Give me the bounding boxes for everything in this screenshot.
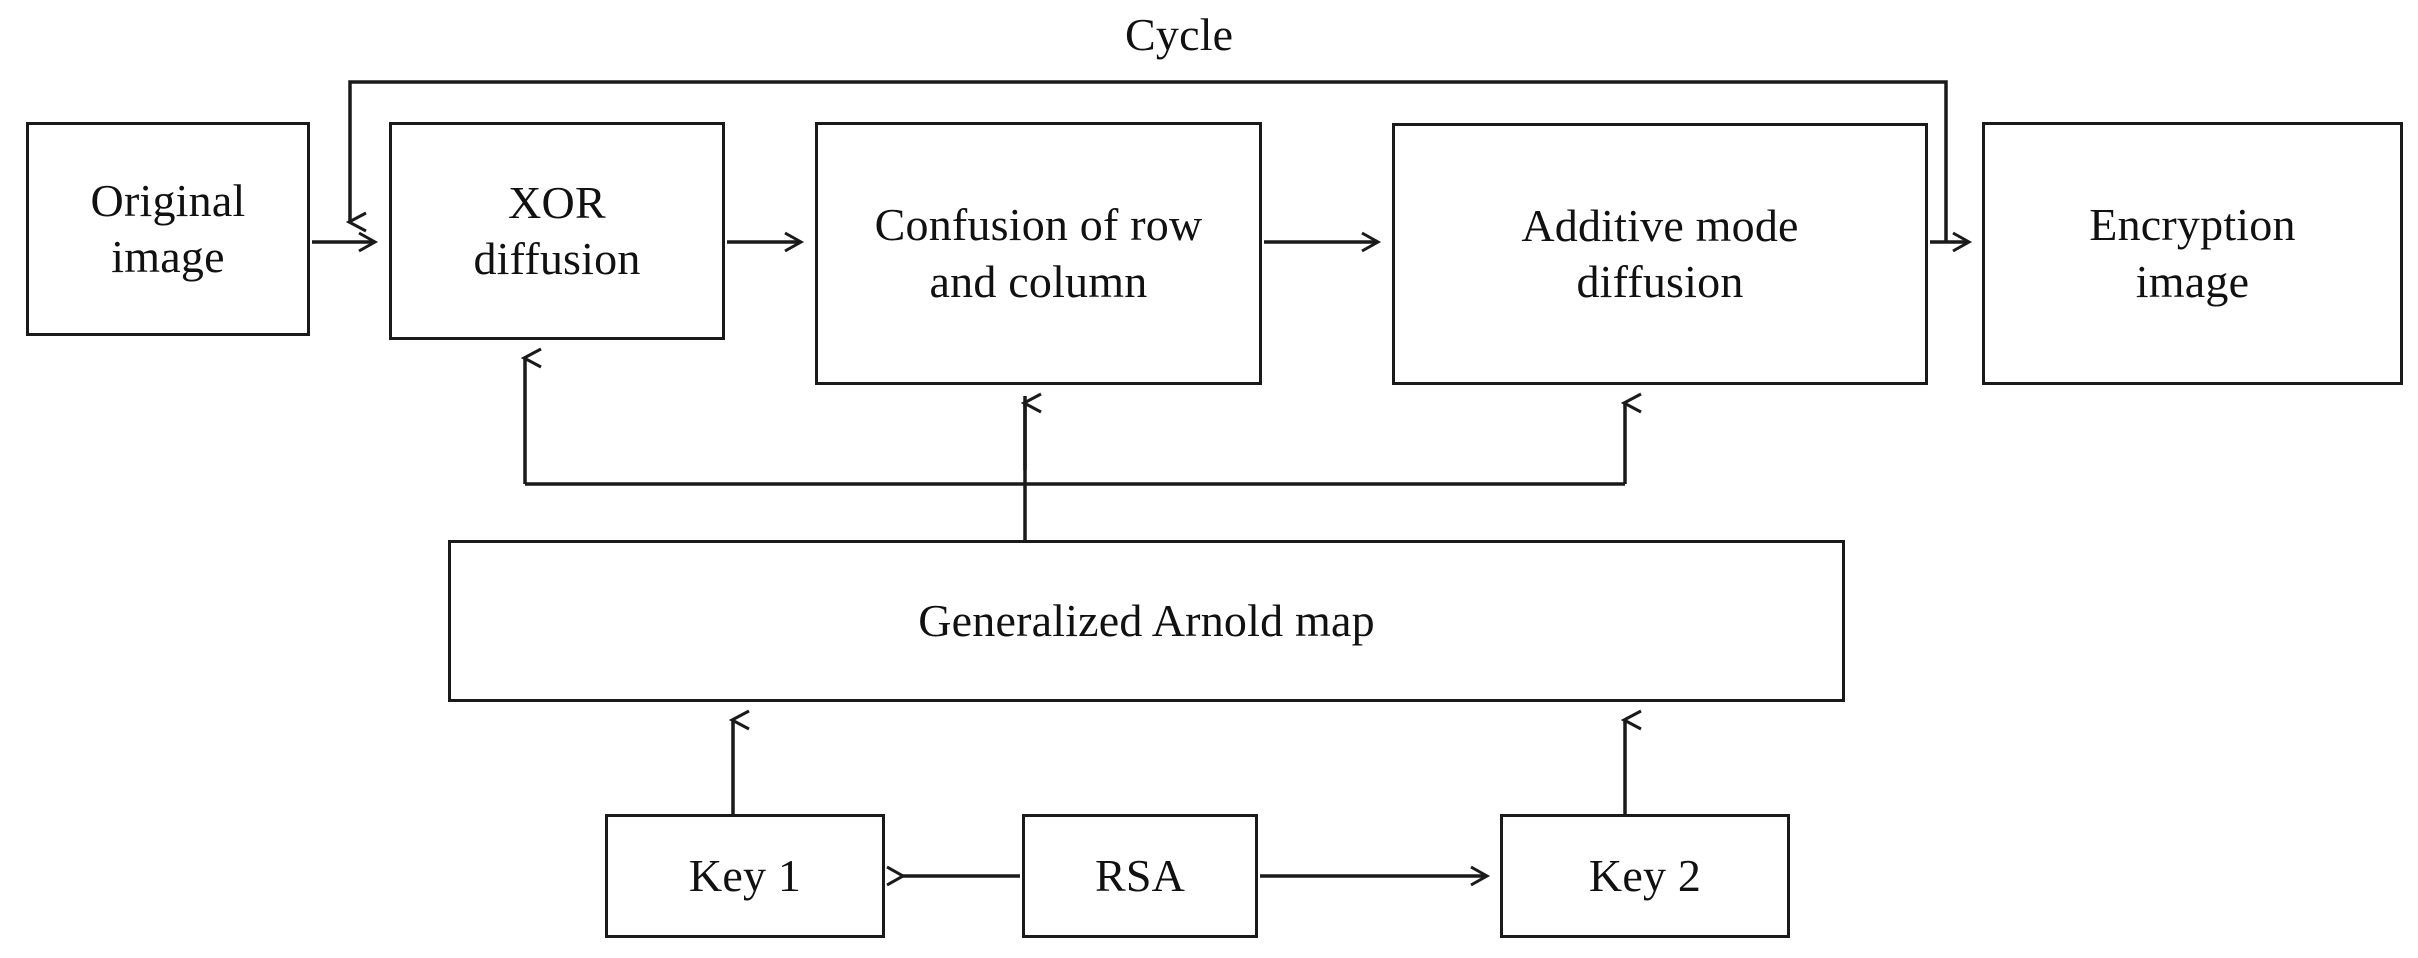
node-confusion-row-column[interactable]: Confusion of row and column: [815, 122, 1262, 385]
node-generalized-arnold-map[interactable]: Generalized Arnold map: [448, 540, 1845, 702]
node-key-1-label: Key 1: [688, 849, 802, 901]
node-encryption-image[interactable]: Encryption image: [1982, 122, 2403, 385]
node-key-2-label: Key 2: [1588, 849, 1702, 901]
node-xor-diffusion-label: XOR diffusion: [473, 176, 641, 284]
node-rsa[interactable]: RSA: [1022, 814, 1258, 938]
node-original-image-label: Original image: [90, 174, 246, 282]
edge-cycle-feedback: [350, 80, 1948, 242]
node-original-image[interactable]: Original image: [26, 122, 310, 336]
cycle-edge-label: Cycle: [1125, 9, 1234, 60]
node-generalized-arnold-map-label: Generalized Arnold map: [918, 594, 1375, 646]
node-encryption-image-label: Encryption image: [2089, 199, 2296, 307]
node-additive-mode-diffusion[interactable]: Additive mode diffusion: [1392, 123, 1928, 385]
node-key-1[interactable]: Key 1: [605, 814, 885, 938]
node-confusion-row-column-label: Confusion of row and column: [874, 199, 1203, 307]
node-additive-mode-diffusion-label: Additive mode diffusion: [1521, 199, 1799, 307]
node-xor-diffusion[interactable]: XOR diffusion: [389, 122, 725, 340]
node-rsa-label: RSA: [1094, 849, 1186, 901]
node-key-2[interactable]: Key 2: [1500, 814, 1790, 938]
